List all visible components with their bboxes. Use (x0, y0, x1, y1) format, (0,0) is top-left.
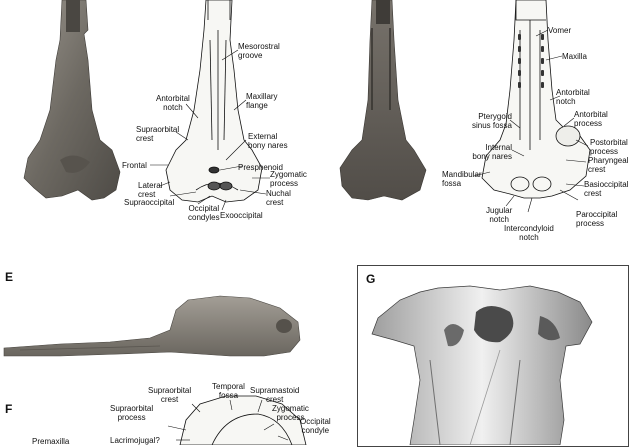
label-basioccipital-crest: Basioccipital crest (584, 180, 629, 198)
photo-ventral-skull (339, 0, 427, 201)
photo-lateral-skull (3, 295, 301, 357)
photo-dorsal-skull (23, 0, 121, 201)
label-antorbital-notch-dorsal: Antorbital notch (156, 94, 190, 112)
label-paroccipital-process: Paroccipital process (576, 210, 618, 228)
label-pharyngeal-crest: Pharyngeal crest (588, 156, 629, 174)
label-internal-bony-nares: Internal bony nares (472, 143, 512, 161)
label-supraorbital-process: Supraorbital process (110, 404, 154, 422)
panel-letter-f: F (5, 402, 13, 416)
label-occipital-condyles: Occipital condyles (188, 204, 220, 222)
label-pterygoid-sinus-fossa: Pterygoid sinus fossa (471, 112, 512, 130)
leader-lines-dorsal (150, 49, 270, 211)
label-maxillary-flange: Maxillary flange (246, 92, 278, 110)
label-external-bony-nares: External bony nares (248, 132, 288, 150)
leader-lines-ventral (473, 29, 589, 213)
leader-lines-lateral (167, 399, 289, 441)
label-supraoccipital: Supraoccipital (124, 198, 175, 207)
label-intercondyloid-notch: Intercondyloid notch (504, 224, 554, 242)
label-supraorbital-crest-dorsal: Supraorbital crest (136, 125, 180, 143)
label-premaxilla: Premaxilla (32, 437, 70, 446)
label-jugular-notch: Jugular notch (486, 206, 513, 224)
label-frontal: Frontal (122, 161, 147, 170)
label-antorbital-process: Antorbital process (574, 110, 608, 128)
label-mandibular-fossa: Mandibular fossa (442, 170, 482, 188)
label-mesorostral-groove: Mesorostral groove (238, 42, 280, 60)
drawing-dorsal-skull (165, 0, 263, 203)
label-supramastoid-crest: Supramastoid crest (250, 386, 300, 404)
alveoli-row (518, 34, 544, 88)
label-zygomatic-process-dorsal: Zygomatic process (270, 170, 307, 188)
label-antorbital-notch-ventral: Antorbital notch (556, 88, 590, 106)
label-vomer: Vomer (548, 26, 572, 35)
label-occipital-condyle: Occipital condyle (300, 417, 331, 435)
label-zygomatic-process-lateral: Zygomatic process (272, 404, 309, 422)
label-lateral-crest: Lateral crest (138, 181, 163, 199)
label-supraorbital-crest-lateral: Supraorbital crest (148, 386, 192, 404)
label-nuchal-crest: Nuchal crest (266, 189, 291, 207)
drawing-ventral-skull (481, 0, 591, 199)
label-temporal-fossa: Temporal fossa (212, 382, 245, 400)
label-presphenoid: Presphenoid (238, 163, 283, 172)
label-lacrimojugal: Lacrimojugal? (110, 436, 160, 445)
panel-letter-e: E (5, 270, 14, 284)
render-3d-skull (358, 266, 628, 445)
panel-letter-g: G (366, 272, 376, 286)
drawing-lateral-skull (179, 395, 307, 445)
label-maxilla: Maxilla (562, 52, 587, 61)
label-exooccipital: Exooccipital (220, 211, 263, 220)
label-postorbital-process: Postorbital process (590, 138, 628, 156)
panel-g-frame (357, 265, 629, 447)
